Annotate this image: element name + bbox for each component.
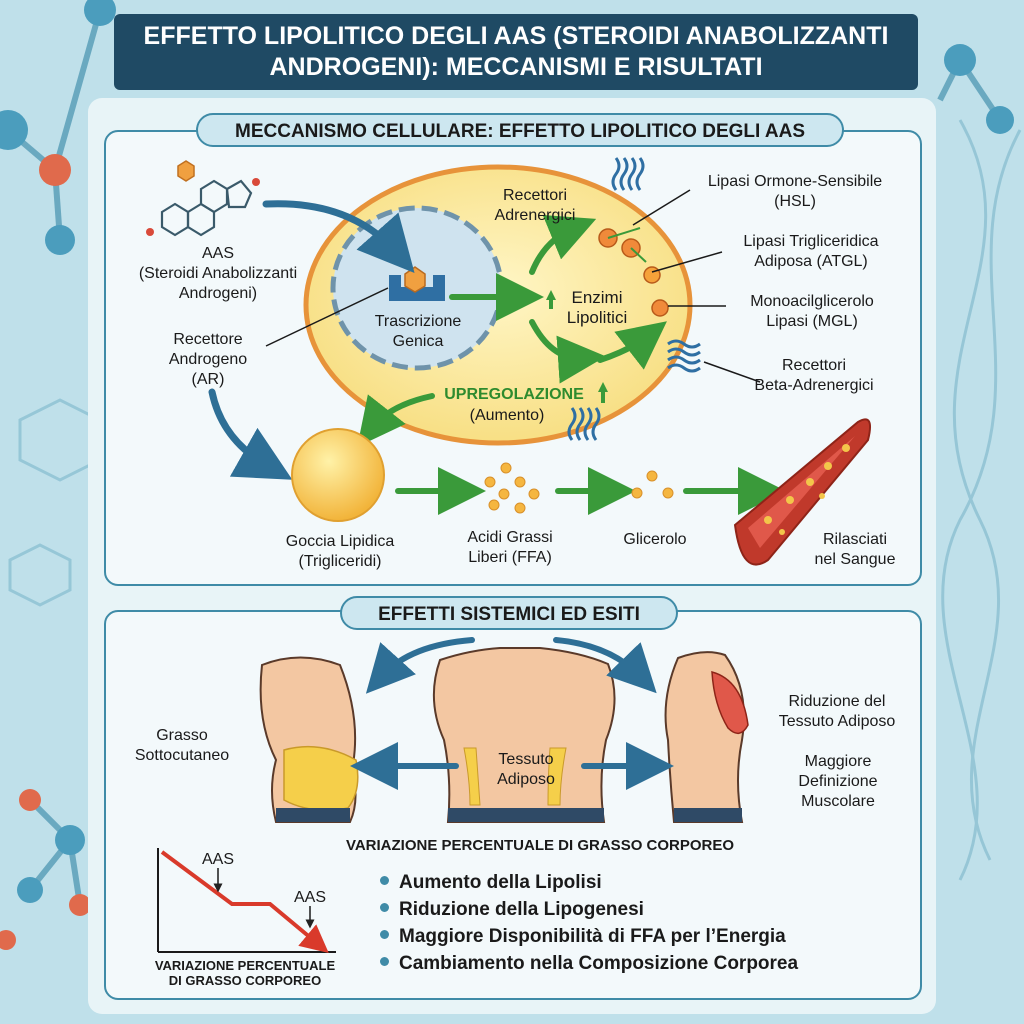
- bullet-item: Maggiore Disponibilità di FFA per l’Ener…: [380, 924, 900, 950]
- atgl-label: Lipasi Trigliceridica Adiposa (ATGL): [743, 233, 879, 270]
- blood-vessel-icon: [733, 418, 871, 566]
- body-figure-lean: [664, 651, 749, 823]
- upregulation-label: UPREGOLAZIONE: [444, 386, 584, 403]
- body-fat-mini-chart: [157, 848, 336, 953]
- body-figure-fat: [259, 656, 359, 823]
- orange-hexagon-icon: [177, 160, 195, 182]
- androgen-receptor-icon: [389, 266, 445, 301]
- blood-release-label: Rilasciati nel Sangue: [814, 531, 896, 568]
- ffa-label: Acidi Grassi Liberi (FFA): [467, 529, 553, 566]
- bullet-item: Cambiamento nella Composizione Corporea: [380, 951, 900, 977]
- beta-adrenergic-label: Recettori Beta-Adrenergici: [754, 357, 874, 394]
- chart-title: VARIAZIONE PERCENTUALE DI GRASSO CORPORE…: [345, 837, 735, 854]
- bullet-text: Cambiamento nella Composizione Corporea: [399, 953, 799, 974]
- bullet-text: Maggiore Disponibilità di FFA per l’Ener…: [399, 926, 786, 947]
- gene-transcription-label: Trascrizione Genica: [374, 313, 462, 350]
- body-figure-central: [432, 647, 616, 823]
- adipose-tissue-label: Tessuto Adiposo: [497, 751, 555, 788]
- lipid-droplet-label: Goccia Lipidica (Trigliceridi): [285, 533, 395, 570]
- bullet-dot-icon: [380, 876, 389, 886]
- section-cellular-heading: MECCANISMO CELLULARE: EFFETTO LIPOLITICO…: [196, 113, 844, 147]
- bullet-dot-icon: [380, 957, 389, 967]
- bullet-item: Riduzione della Lipogenesi: [380, 897, 900, 923]
- adrenergic-receptor-icon: [567, 157, 701, 441]
- androgen-receptor-label: Recettore Androgeno (AR): [168, 331, 248, 388]
- lipid-droplet: [291, 428, 385, 522]
- aas-marker-1: AAS: [201, 851, 234, 868]
- up-arrow-icons: [546, 290, 608, 403]
- aas-label: AAS (Steroidi Anabolizzanti Androgeni): [138, 245, 298, 302]
- mgl-label: Monoacilglicerolo Lipasi (MGL): [750, 293, 874, 330]
- body-fat-decline-line: [160, 850, 329, 953]
- hsl-label: Lipasi Ormone-Sensibile (HSL): [707, 173, 883, 210]
- muscle-definition-label: Maggiore Definizione Muscolare: [798, 753, 878, 810]
- adipose-reduction-label: Riduzione del Tessuto Adiposo: [778, 693, 896, 730]
- glycerol-dots: [631, 470, 674, 499]
- bullet-dot-icon: [380, 930, 389, 940]
- adrenergic-receptors-label: Recettori Adrenergici: [494, 187, 576, 224]
- ffa-dots: [484, 462, 540, 514]
- steroid-molecule-icon: [160, 179, 253, 237]
- bullet-text: Aumento della Lipolisi: [399, 872, 602, 893]
- aas-marker-2: AAS: [293, 889, 326, 906]
- glycerol-label: Glicerolo: [623, 531, 687, 548]
- bullet-text: Riduzione della Lipogenesi: [399, 899, 644, 920]
- lipolytic-enzymes-label: Enzimi Lipolitici: [566, 288, 628, 327]
- subcutaneous-fat-area: [283, 745, 359, 811]
- subcutaneous-fat-label: Grasso Sottocutaneo: [134, 727, 230, 764]
- chart-caption: VARIAZIONE PERCENTUALE DI GRASSO CORPORE…: [154, 958, 336, 988]
- section-systemic-heading: EFFETTI SISTEMICI ED ESITI: [340, 596, 678, 630]
- page-title: EFFETTO LIPOLITICO DEGLI AAS (STEROIDI A…: [114, 14, 918, 90]
- bullet-dot-icon: [380, 903, 389, 913]
- upregulation-sub-label: (Aumento): [469, 407, 545, 424]
- bullet-item: Aumento della Lipolisi: [380, 870, 900, 896]
